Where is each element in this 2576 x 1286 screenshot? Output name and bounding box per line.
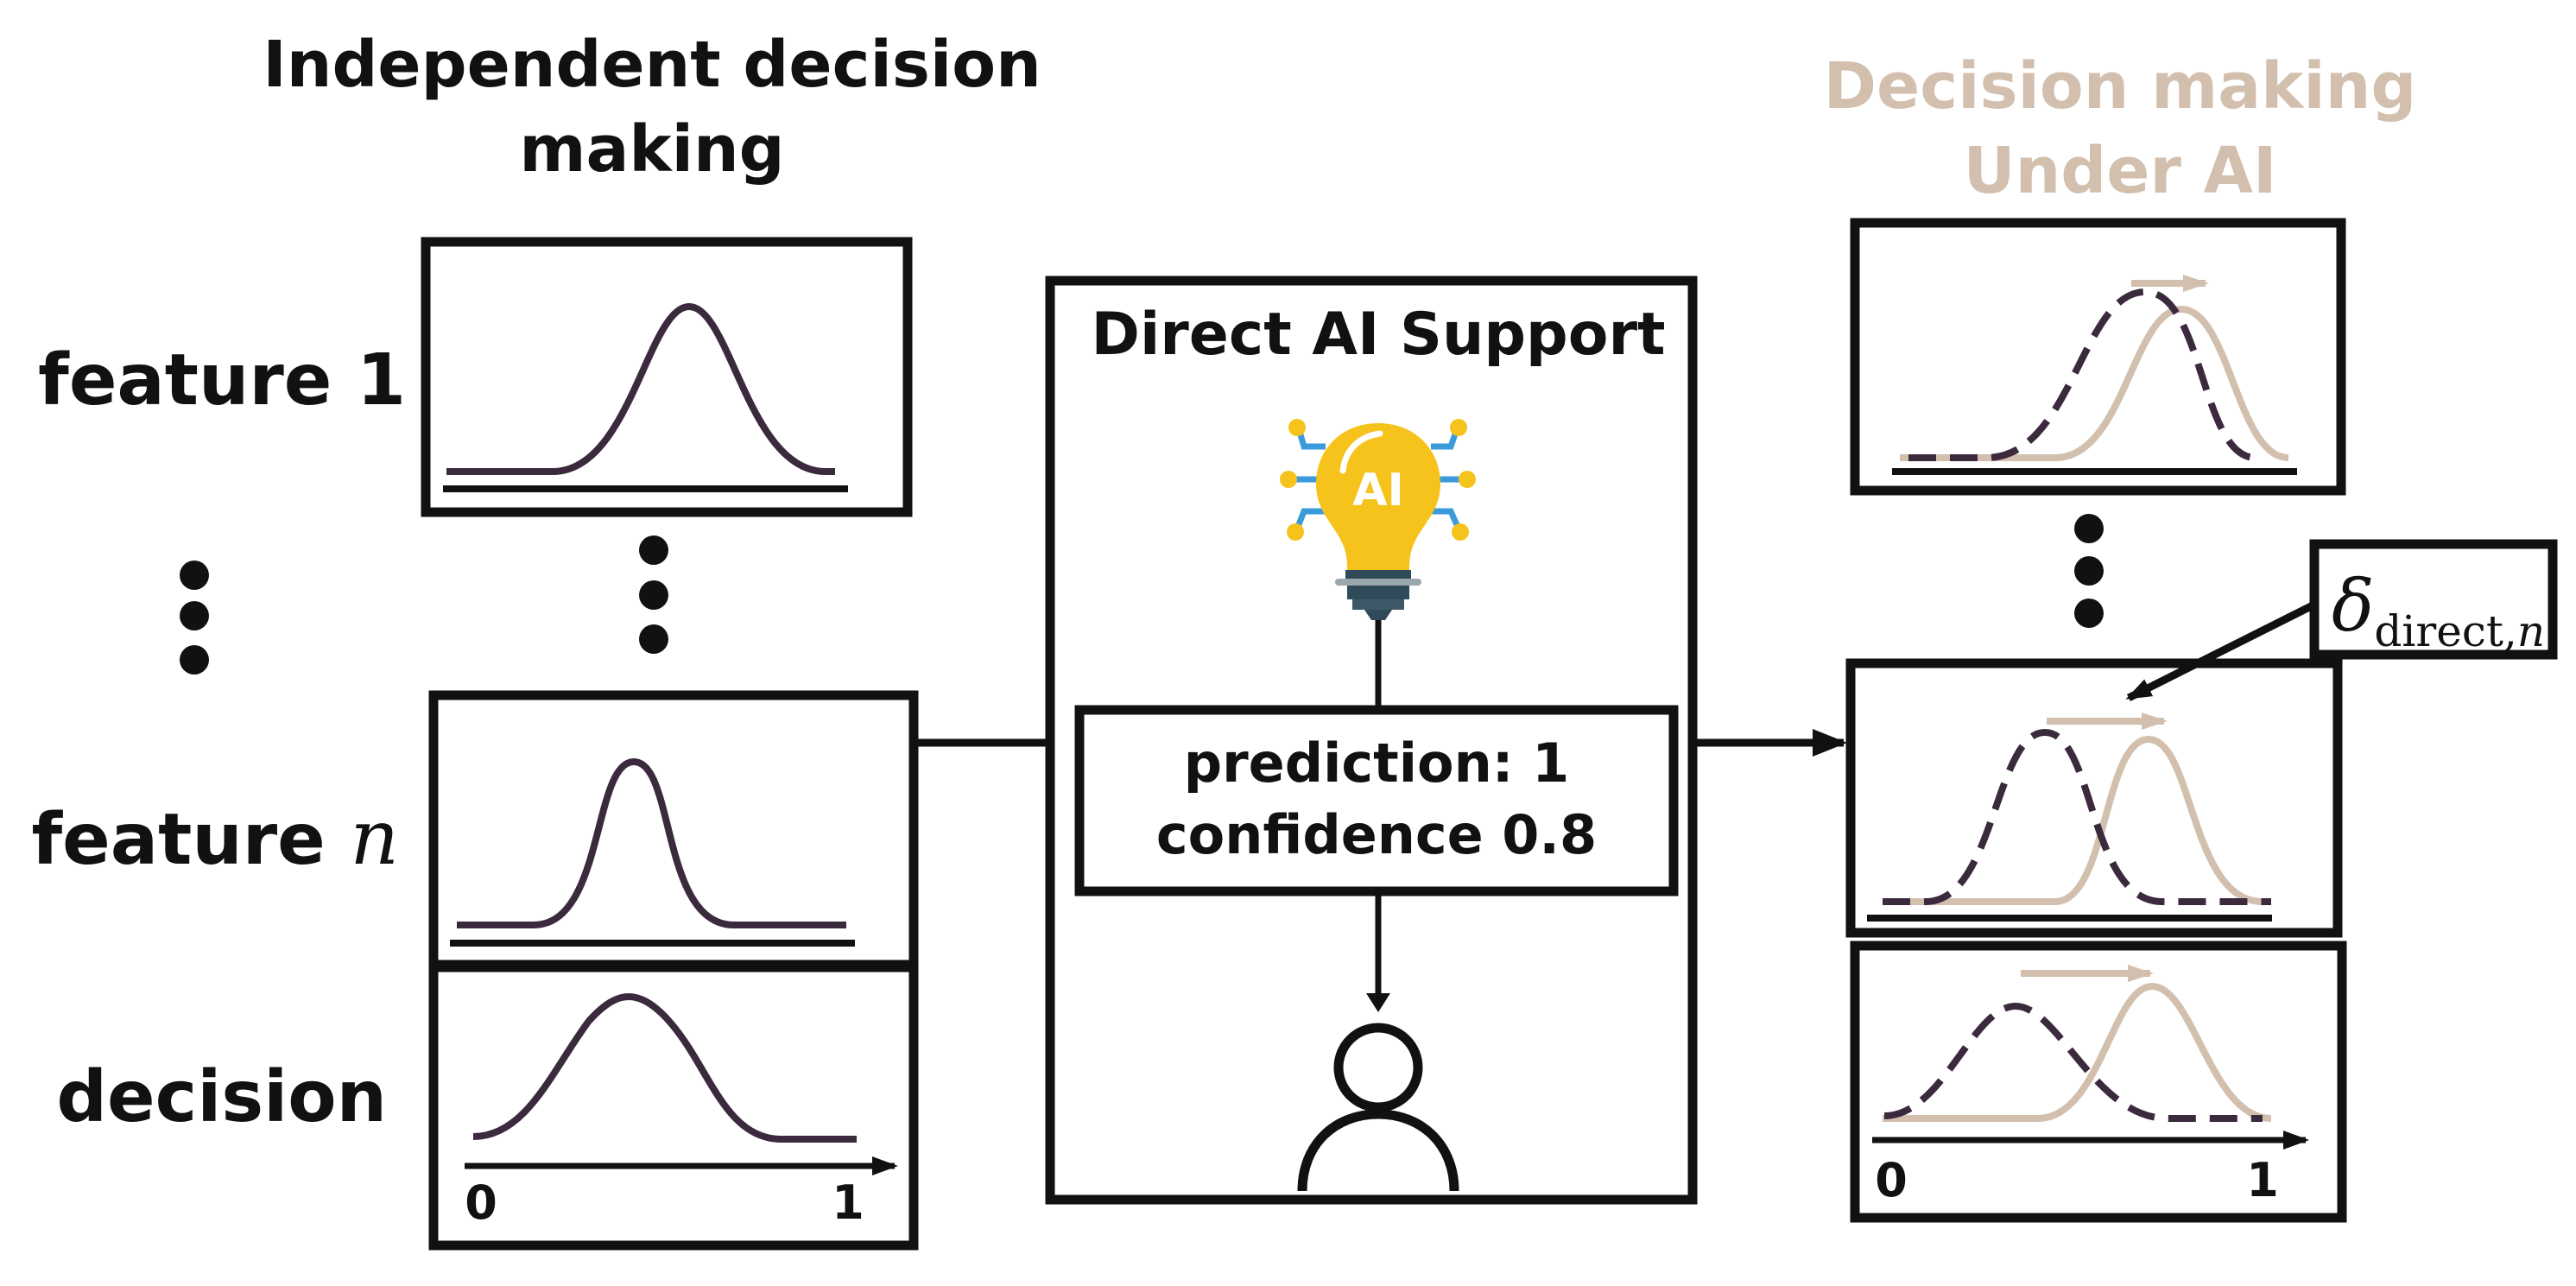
decision-ai-axis-max: 1 [2246, 1153, 2279, 1207]
left-ellipsis-vertical [180, 561, 209, 675]
feature-1-original-distribution [1908, 288, 2256, 461]
feature-1-ai-panel [1850, 218, 2346, 496]
right-title-line1: Decision making [1824, 49, 2417, 124]
decision-axis-max: 1 [832, 1175, 864, 1230]
decision-axis-min: 0 [465, 1175, 497, 1230]
ai-bulb-text: AI [1352, 465, 1404, 516]
feature-1-panel [421, 237, 913, 517]
ai-lightbulb-icon: AI [1280, 419, 1476, 620]
feature-1-distribution [446, 302, 835, 475]
decision-panel: 0 1 [428, 962, 919, 1251]
confidence-text: confidence 0.8 [1156, 803, 1597, 866]
decision-ai-panel: 0 1 [1850, 941, 2347, 1223]
right-ellipsis-vertical [2074, 514, 2104, 628]
right-title-line2: Under AI [1964, 134, 2277, 208]
ai-support-title: Direct AI Support [1092, 301, 1666, 369]
left-title-line2: making [519, 112, 784, 187]
panel-ellipsis-vertical [639, 535, 668, 654]
delta-direct-n-text: δdirect,n [2332, 566, 2545, 656]
decision-ai-axis-min: 0 [1875, 1153, 1908, 1207]
delta-pointer-arrow [2125, 600, 2317, 702]
feature-n-label: feature n [32, 793, 400, 882]
prediction-box: prediction: 1 confidence 0.8 [1074, 705, 1679, 896]
feature-1-shifted-distribution [1900, 305, 2289, 461]
decision-shifted-distribution [1883, 982, 2272, 1122]
prediction-to-user-arrowhead [1366, 993, 1390, 1012]
decision-original-distribution [1883, 1002, 2263, 1122]
prediction-text: prediction: 1 [1184, 732, 1570, 795]
direct-ai-support-panel: Direct AI Support A [1045, 276, 1698, 1205]
user-icon [1297, 1023, 1459, 1192]
decision-distribution [472, 992, 857, 1143]
decision-label: decision [56, 1056, 387, 1138]
delta-direct-label: δdirect,n [2309, 539, 2558, 660]
feature-n-shifted-distribution [1883, 735, 2263, 905]
left-title-line1: Independent decision [263, 28, 1041, 102]
feature-n-panel [428, 690, 919, 970]
feature-n-ai-panel [1845, 658, 2343, 938]
feature-n-distribution [457, 757, 846, 928]
feature-n-original-distribution [1883, 728, 2271, 905]
feature-1-label: feature 1 [38, 339, 406, 421]
